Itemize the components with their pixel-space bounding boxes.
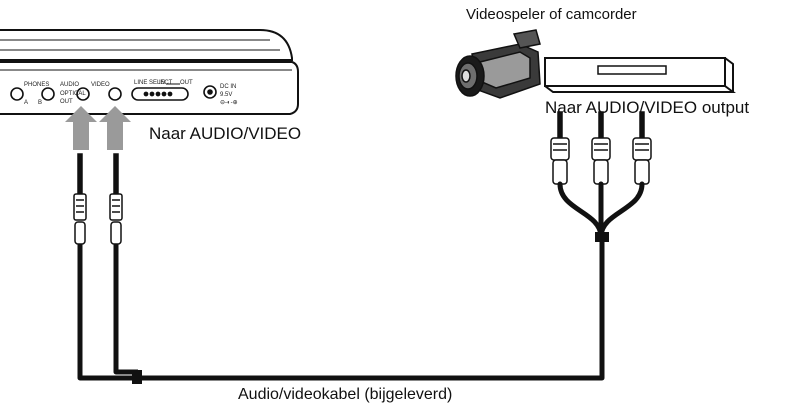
rca-split-cable (557, 181, 645, 239)
phones-b-jack (41, 87, 55, 101)
panel-line-out: OUT (180, 80, 193, 86)
source-device-label: Videospeler of camcorder (466, 6, 637, 23)
panel-voltage: 9.5V (220, 92, 232, 98)
panel-dc-in: DC IN (220, 84, 236, 90)
cable-label: Audio/videokabel (bijgeleverd) (238, 386, 453, 403)
rca-plug-center (591, 111, 611, 185)
portable-player (0, 29, 299, 115)
player-input-label: Naar AUDIO/VIDEO (149, 124, 302, 143)
line-select-switch (131, 87, 189, 101)
mini-plug-video (109, 153, 123, 245)
player-panel-text: PHONES A B AUDIO OPTICAL OUT VIDEO LINE … (24, 80, 238, 106)
panel-line-in: IN (159, 80, 165, 86)
panel-video: VIDEO (91, 82, 110, 88)
panel-jack-b: B (38, 100, 42, 106)
mini-plug-audio (73, 153, 87, 245)
panel-out: OUT (60, 99, 73, 105)
rca-plug-right (632, 111, 652, 185)
panel-line-select: LINE SELECT (134, 80, 173, 86)
svg-text:⊖-◐-⊕: ⊖-◐-⊕ (220, 100, 238, 106)
panel-optical: OPTICAL (60, 91, 86, 97)
panel-jack-a: A (24, 100, 28, 106)
panel-audio: AUDIO (60, 82, 79, 88)
camcorder-icon (455, 29, 541, 99)
source-output-label: Naar AUDIO/VIDEO output (545, 98, 750, 117)
audio-jack (76, 87, 90, 101)
rca-split-joint (595, 232, 609, 242)
panel-phones: PHONES (24, 82, 49, 88)
vcr-icon (544, 57, 736, 93)
cable-split-joint (132, 370, 142, 384)
dc-in-jack (203, 85, 217, 99)
av-cable (77, 236, 605, 381)
arrow-icon (65, 106, 131, 150)
player-jacks (10, 83, 217, 101)
video-jack (108, 87, 122, 101)
phones-a-jack (10, 87, 24, 101)
rca-plug-left (550, 111, 570, 185)
